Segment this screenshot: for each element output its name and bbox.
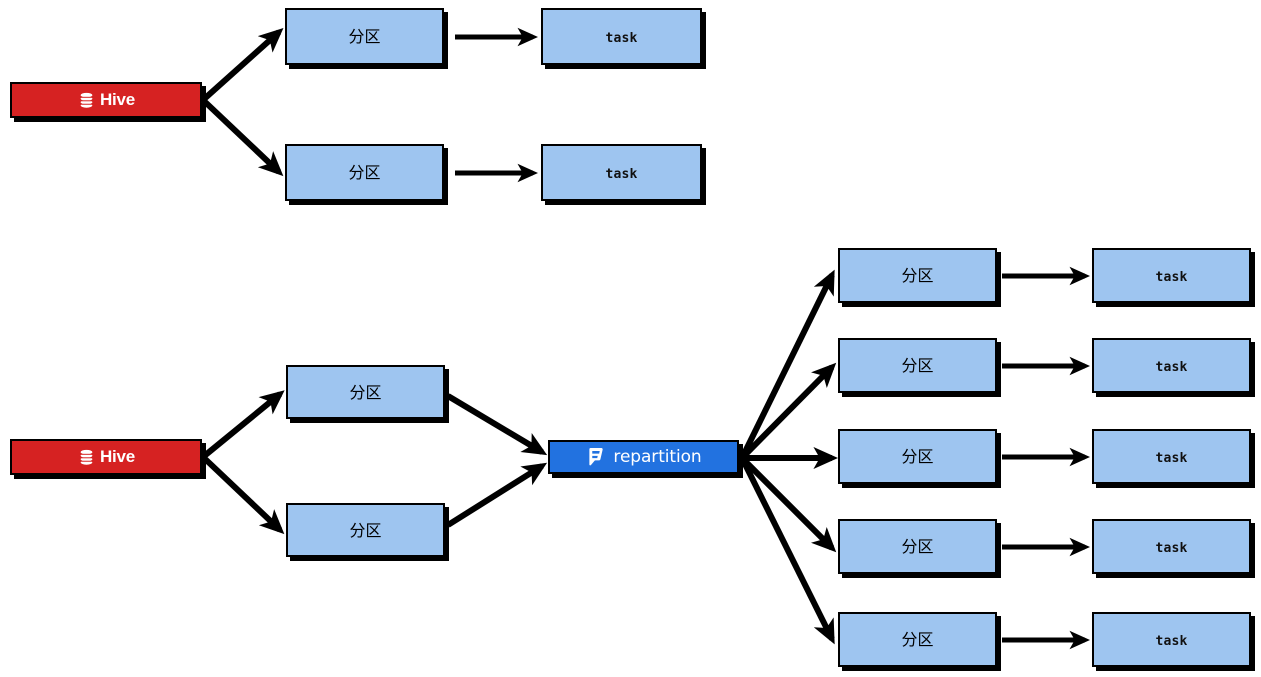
node-label: Hive	[99, 90, 136, 109]
edge-arrow-hive-top-to-part-top-2	[200, 97, 284, 177]
node-content: 分区	[901, 447, 933, 466]
node-repartition[interactable]: repartition	[548, 440, 739, 474]
node-content: Hive	[77, 447, 135, 467]
edge-arrow-repartition-to-part-right-4	[739, 455, 837, 553]
node-label: task	[1155, 270, 1188, 285]
node-label: 分区	[901, 266, 934, 285]
edge-arrow-hive-bottom-to-part-mid-1	[201, 390, 285, 460]
node-content: task	[605, 27, 637, 46]
node-label: 分区	[901, 447, 934, 466]
node-content: task	[1155, 266, 1187, 285]
node-part-mid-2[interactable]: 分区	[286, 503, 445, 557]
node-part-right-5[interactable]: 分区	[838, 612, 997, 667]
node-label: task	[1155, 541, 1188, 556]
node-label: 分区	[348, 163, 381, 182]
node-content: task	[605, 163, 637, 182]
edge-arrow-repartition-to-part-right-5	[739, 456, 835, 645]
node-hive-bottom[interactable]: Hive	[10, 439, 202, 475]
node-label: 分区	[901, 537, 934, 556]
node-label: task	[1155, 451, 1188, 466]
node-label: repartition	[613, 447, 702, 467]
database-stack-icon	[77, 91, 96, 110]
node-label: 分区	[349, 382, 382, 402]
node-content: 分区	[901, 266, 933, 285]
node-part-right-1[interactable]: 分区	[838, 248, 997, 303]
node-task-right-5[interactable]: task	[1092, 612, 1251, 667]
node-label: 分区	[901, 630, 934, 649]
node-task-top-1[interactable]: task	[541, 8, 702, 65]
node-label: 分区	[348, 27, 381, 46]
node-label: task	[605, 167, 638, 182]
database-stack-icon	[77, 448, 96, 467]
node-label: Hive	[99, 447, 136, 466]
node-content: task	[1155, 447, 1187, 466]
node-task-right-2[interactable]: task	[1092, 338, 1251, 393]
node-content: Hive	[77, 90, 135, 110]
node-label: task	[605, 31, 638, 46]
node-content: 分区	[901, 356, 933, 375]
foursquare-logo-icon	[585, 447, 606, 468]
node-part-mid-1[interactable]: 分区	[286, 365, 445, 419]
node-content: task	[1155, 356, 1187, 375]
node-hive-top[interactable]: Hive	[10, 82, 202, 118]
node-content: 分区	[349, 521, 381, 540]
node-task-right-1[interactable]: task	[1092, 248, 1251, 303]
node-content: 分区	[901, 537, 933, 556]
node-task-right-4[interactable]: task	[1092, 519, 1251, 574]
node-task-top-2[interactable]: task	[541, 144, 702, 201]
edge-arrow-repartition-to-part-right-2	[739, 362, 837, 461]
node-part-right-3[interactable]: 分区	[838, 429, 997, 484]
node-content: 分区	[901, 630, 933, 649]
node-content: 分区	[348, 163, 380, 182]
node-part-right-4[interactable]: 分区	[838, 519, 997, 574]
node-part-top-2[interactable]: 分区	[285, 144, 444, 201]
node-content: task	[1155, 537, 1187, 556]
node-label: task	[1155, 634, 1188, 649]
node-content: 分区	[349, 383, 381, 402]
node-task-right-3[interactable]: task	[1092, 429, 1251, 484]
node-part-right-2[interactable]: 分区	[838, 338, 997, 393]
node-part-top-1[interactable]: 分区	[285, 8, 444, 65]
node-content: repartition	[585, 447, 702, 468]
node-content: 分区	[348, 27, 380, 46]
edge-arrow-repartition-to-part-right-1	[739, 269, 835, 460]
edge-arrow-part-mid-1-to-repartition	[446, 393, 548, 456]
node-label: 分区	[349, 520, 382, 540]
edge-arrow-hive-top-to-part-top-1	[200, 27, 284, 103]
node-content: task	[1155, 630, 1187, 649]
node-label: 分区	[901, 356, 934, 375]
edge-arrow-hive-bottom-to-part-mid-2	[200, 454, 285, 535]
node-label: task	[1155, 360, 1188, 375]
edge-arrow-part-mid-2-to-repartition	[446, 462, 548, 528]
